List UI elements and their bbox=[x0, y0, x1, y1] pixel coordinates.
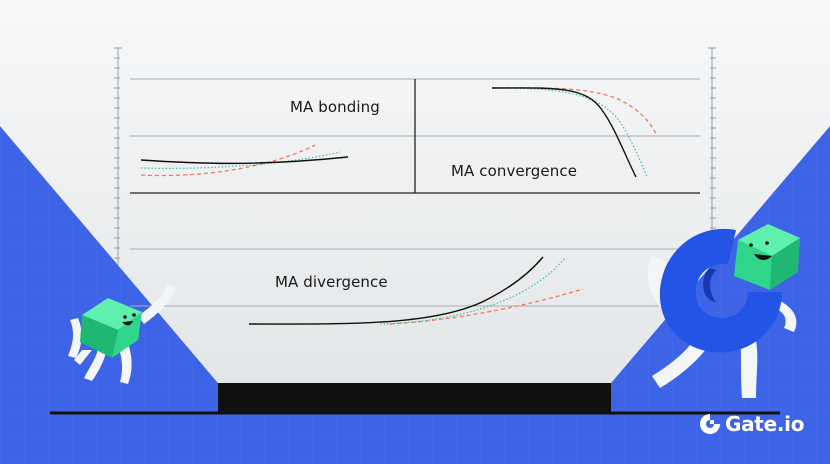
left-ruler bbox=[114, 47, 122, 265]
divergence-curves bbox=[248, 256, 584, 325]
right-ruler bbox=[708, 47, 716, 265]
bonding-curves bbox=[140, 144, 349, 177]
chart-gridlines bbox=[130, 78, 700, 307]
divergence-black-line bbox=[248, 256, 544, 325]
bonding-black-line bbox=[140, 156, 349, 165]
bonding-red-dashed-line bbox=[140, 144, 316, 177]
divergence-green-dotted-line bbox=[379, 257, 566, 325]
cube-mascot-right bbox=[647, 224, 800, 398]
ma-bonding-label: MA bonding bbox=[290, 98, 380, 116]
ma-divergence-label: MA divergence bbox=[275, 273, 388, 291]
convergence-curves bbox=[491, 87, 657, 178]
bonding-green-dotted-line bbox=[140, 151, 341, 169]
gate-logo: Gate.io bbox=[698, 411, 804, 437]
cube-mascot-left bbox=[68, 284, 176, 384]
gate-logo-icon bbox=[700, 414, 720, 434]
ma-convergence-label: MA convergence bbox=[451, 162, 578, 180]
divergence-red-dashed-line bbox=[389, 288, 584, 325]
brand-name: Gate.io bbox=[725, 412, 805, 436]
convergence-black-line bbox=[491, 87, 637, 178]
base-block bbox=[218, 383, 611, 413]
